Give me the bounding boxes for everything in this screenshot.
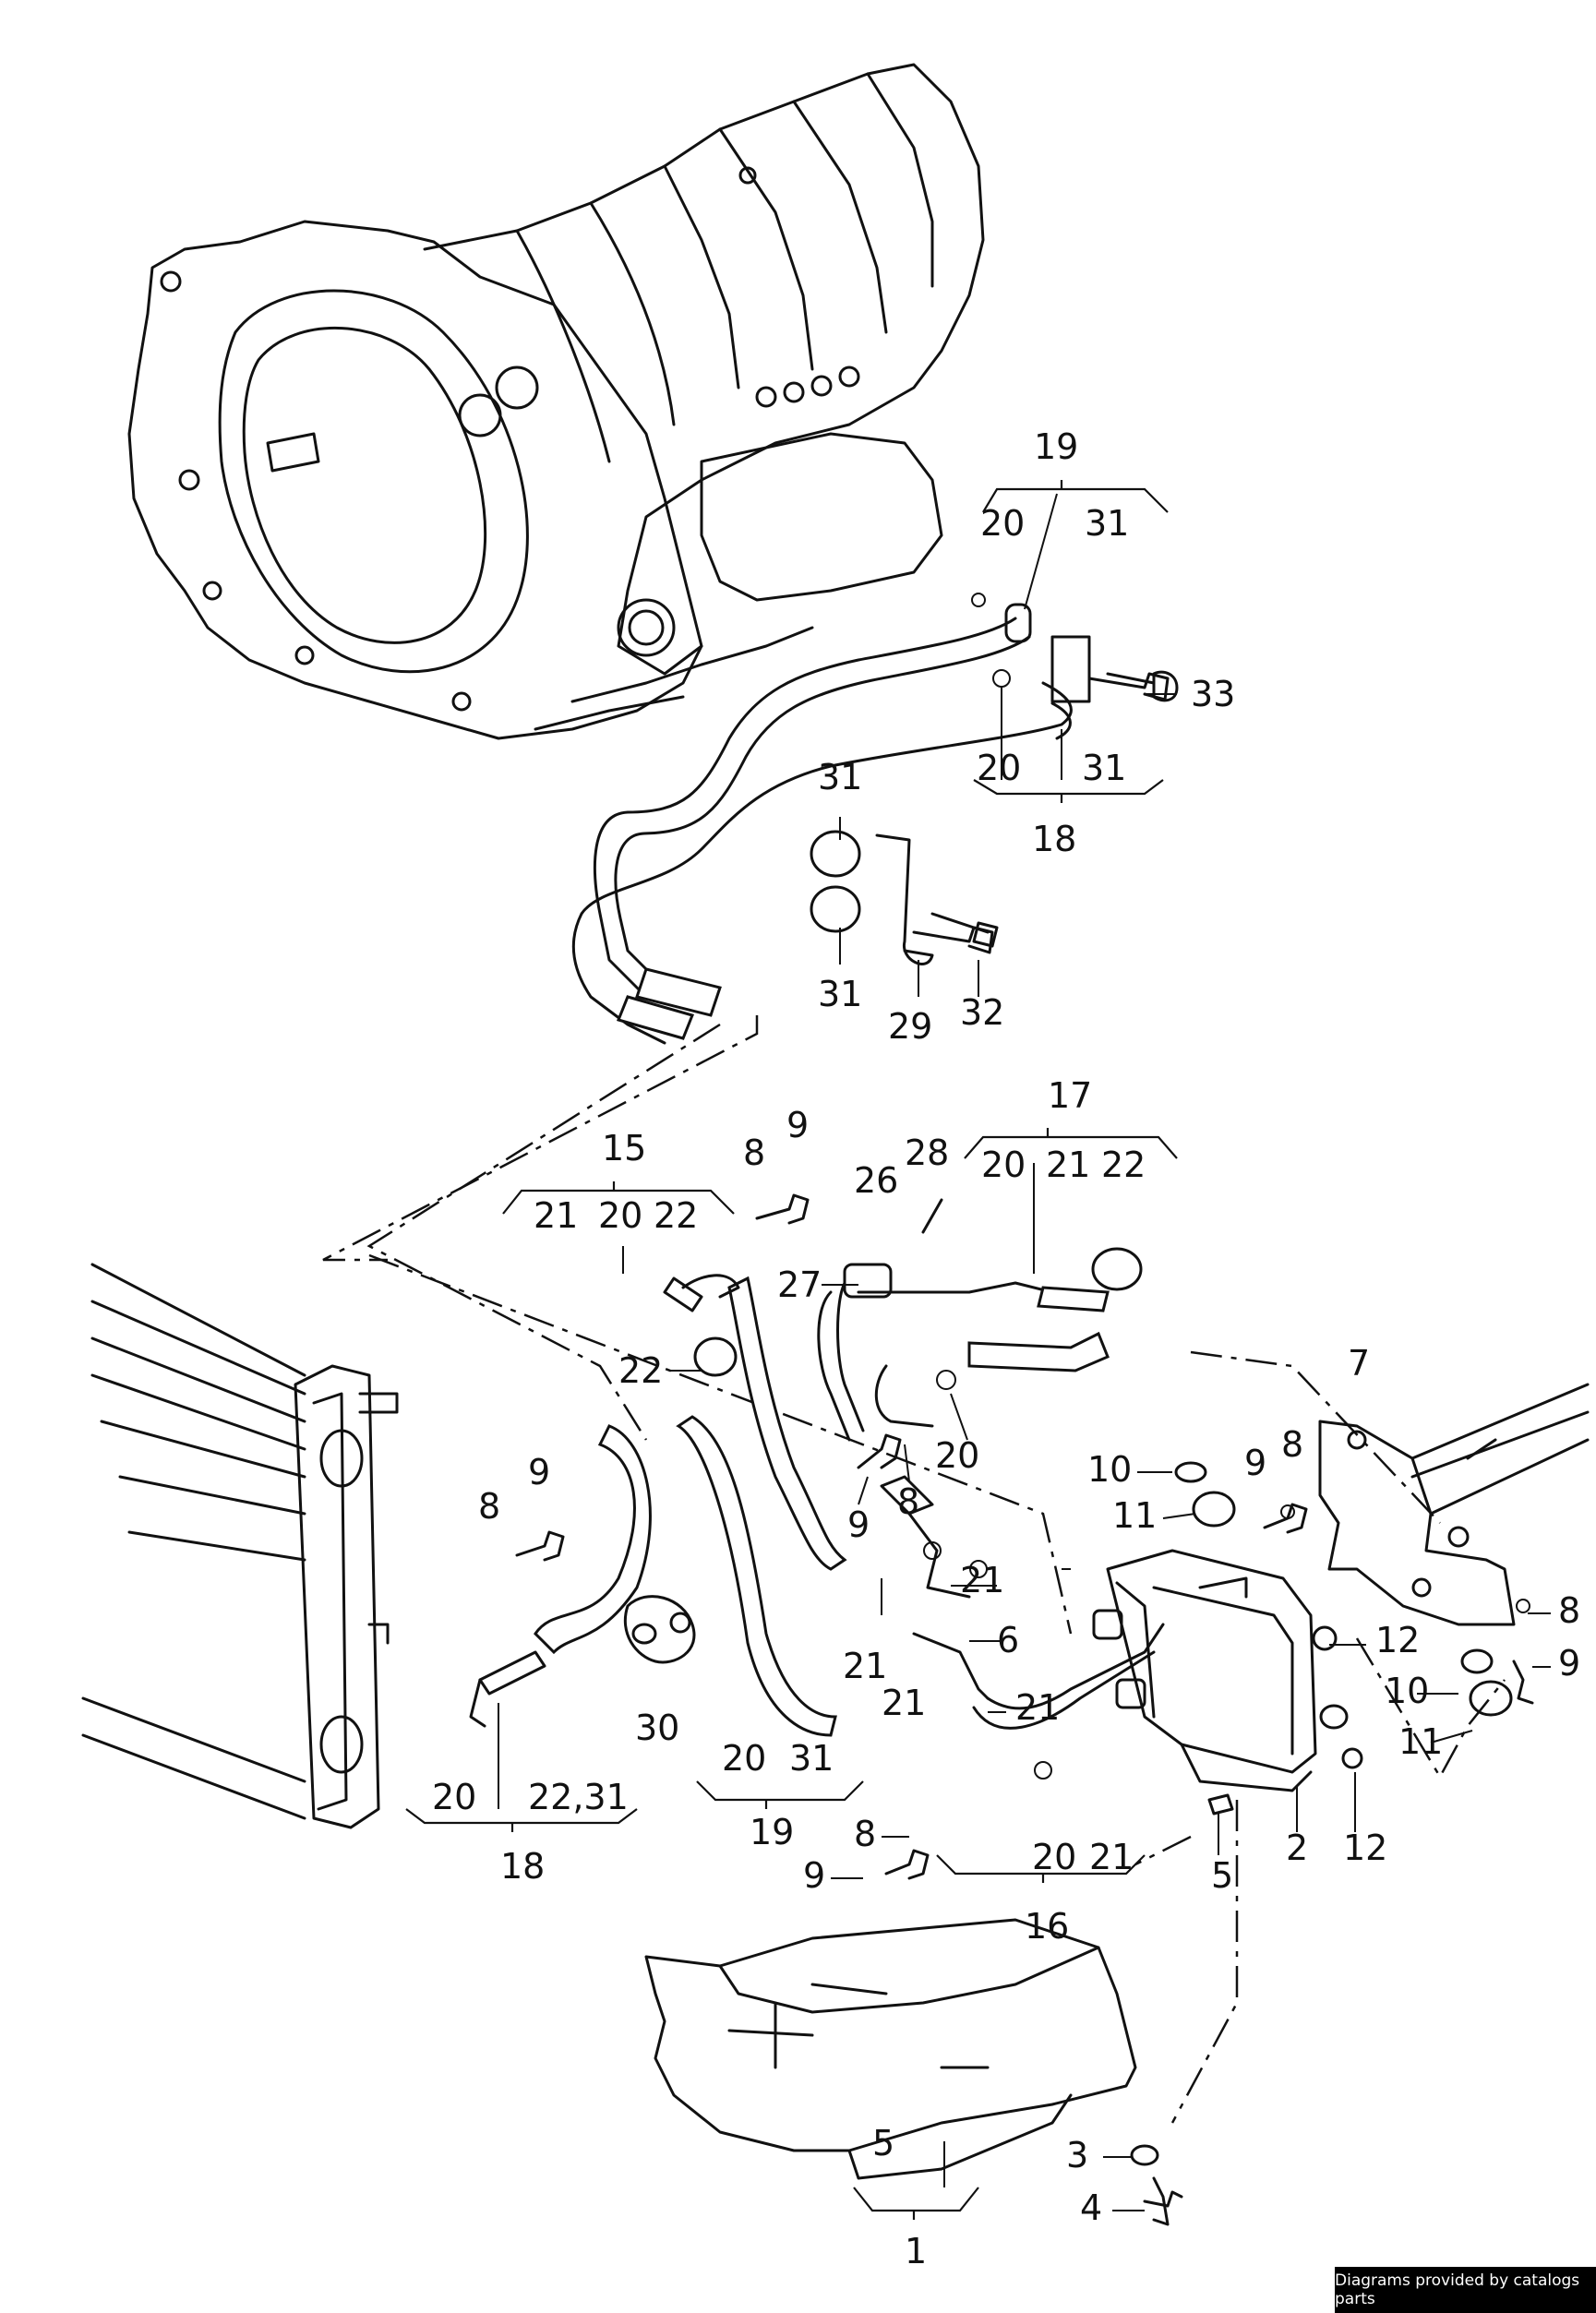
label-22c: 22 [618, 1350, 663, 1391]
label-31d: 31 [818, 974, 862, 1014]
label-8e: 8 [1558, 1590, 1580, 1631]
label-9a: 9 [786, 1105, 809, 1145]
label-21d: 21 [843, 1646, 887, 1686]
label-8b: 8 [897, 1481, 919, 1522]
label-20d: 20 [598, 1195, 642, 1236]
label-28: 28 [905, 1133, 949, 1173]
radiator-hoses [469, 1274, 847, 1737]
underbody-shield [644, 1918, 1170, 2226]
label-12b: 12 [1343, 1828, 1387, 1868]
label-21f: 21 [1015, 1687, 1060, 1728]
center-lines [817, 1198, 1165, 1780]
radiator [81, 1263, 399, 1829]
label-21g: 21 [1089, 1837, 1134, 1877]
label-20c: 20 [981, 1145, 1026, 1185]
label-19a: 19 [1034, 426, 1078, 467]
bracket [1318, 1383, 1590, 1626]
label-8c: 8 [1281, 1424, 1303, 1465]
label-30: 30 [635, 1708, 679, 1748]
label-9d: 9 [528, 1452, 550, 1492]
callout-brackets [405, 480, 1178, 2220]
label-5b: 5 [872, 2123, 894, 2163]
oil-cooler [1092, 1549, 1349, 1816]
label-31e: 31 [789, 1738, 834, 1779]
label-10b: 10 [1385, 1671, 1429, 1711]
label-1: 1 [905, 2231, 927, 2271]
fasteners [515, 672, 1534, 2208]
label-17: 17 [1048, 1075, 1092, 1116]
label-19b: 19 [750, 1812, 794, 1852]
label-9c: 9 [1244, 1443, 1266, 1483]
label-26: 26 [854, 1160, 898, 1201]
label-31b: 31 [1082, 748, 1126, 788]
label-22b: 22 [654, 1195, 698, 1236]
label-27: 27 [777, 1264, 822, 1305]
label-8f: 8 [854, 1814, 876, 1854]
label-20e: 20 [935, 1435, 979, 1476]
label-8a: 8 [743, 1133, 765, 1173]
label-5a: 5 [1211, 1855, 1233, 1896]
label-18a: 18 [1032, 819, 1076, 859]
leader-dashes [322, 1015, 1506, 2124]
label-3: 3 [1066, 2135, 1088, 2175]
label-7: 7 [1348, 1343, 1370, 1384]
credit-badge: Diagrams provided by catalogs parts [1335, 2267, 1596, 2313]
label-21c: 21 [960, 1560, 1004, 1600]
label-21a: 21 [1046, 1145, 1090, 1185]
label-20a: 20 [980, 503, 1025, 544]
label-31a: 31 [1085, 503, 1129, 544]
mounts [1174, 1461, 1530, 1769]
label-29: 29 [888, 1006, 932, 1047]
label-8d: 8 [478, 1486, 500, 1527]
label-20h: 20 [1032, 1837, 1076, 1877]
label-21e: 21 [882, 1683, 926, 1723]
label-20g: 20 [432, 1777, 476, 1817]
label-12a: 12 [1375, 1620, 1420, 1660]
label-22a: 22 [1101, 1145, 1146, 1185]
label-18b: 18 [500, 1846, 545, 1887]
label-11a: 11 [1112, 1495, 1157, 1536]
clamp-assembly [810, 830, 999, 965]
label-15: 15 [602, 1128, 646, 1168]
label-9f: 9 [803, 1855, 825, 1896]
label-leaders [669, 693, 1551, 2211]
label-4: 4 [1080, 2187, 1102, 2228]
label-31c: 31 [818, 757, 862, 797]
upper-cooler-lines [571, 593, 1179, 1045]
label-9e: 9 [1558, 1643, 1580, 1684]
label-21b: 21 [534, 1195, 578, 1236]
label-10a: 10 [1087, 1449, 1132, 1490]
label-33: 33 [1191, 674, 1235, 714]
label-16: 16 [1025, 1906, 1069, 1947]
label-9b: 9 [847, 1504, 870, 1545]
label-20f: 20 [722, 1738, 766, 1779]
label-2: 2 [1286, 1828, 1308, 1868]
label-20b: 20 [977, 748, 1021, 788]
transmission-housing [127, 63, 985, 740]
label-22-31: 22,31 [528, 1777, 629, 1817]
callout-labels: 19 20 31 33 20 31 18 31 31 32 29 17 20 2… [432, 426, 1580, 2271]
label-32: 32 [960, 992, 1004, 1033]
